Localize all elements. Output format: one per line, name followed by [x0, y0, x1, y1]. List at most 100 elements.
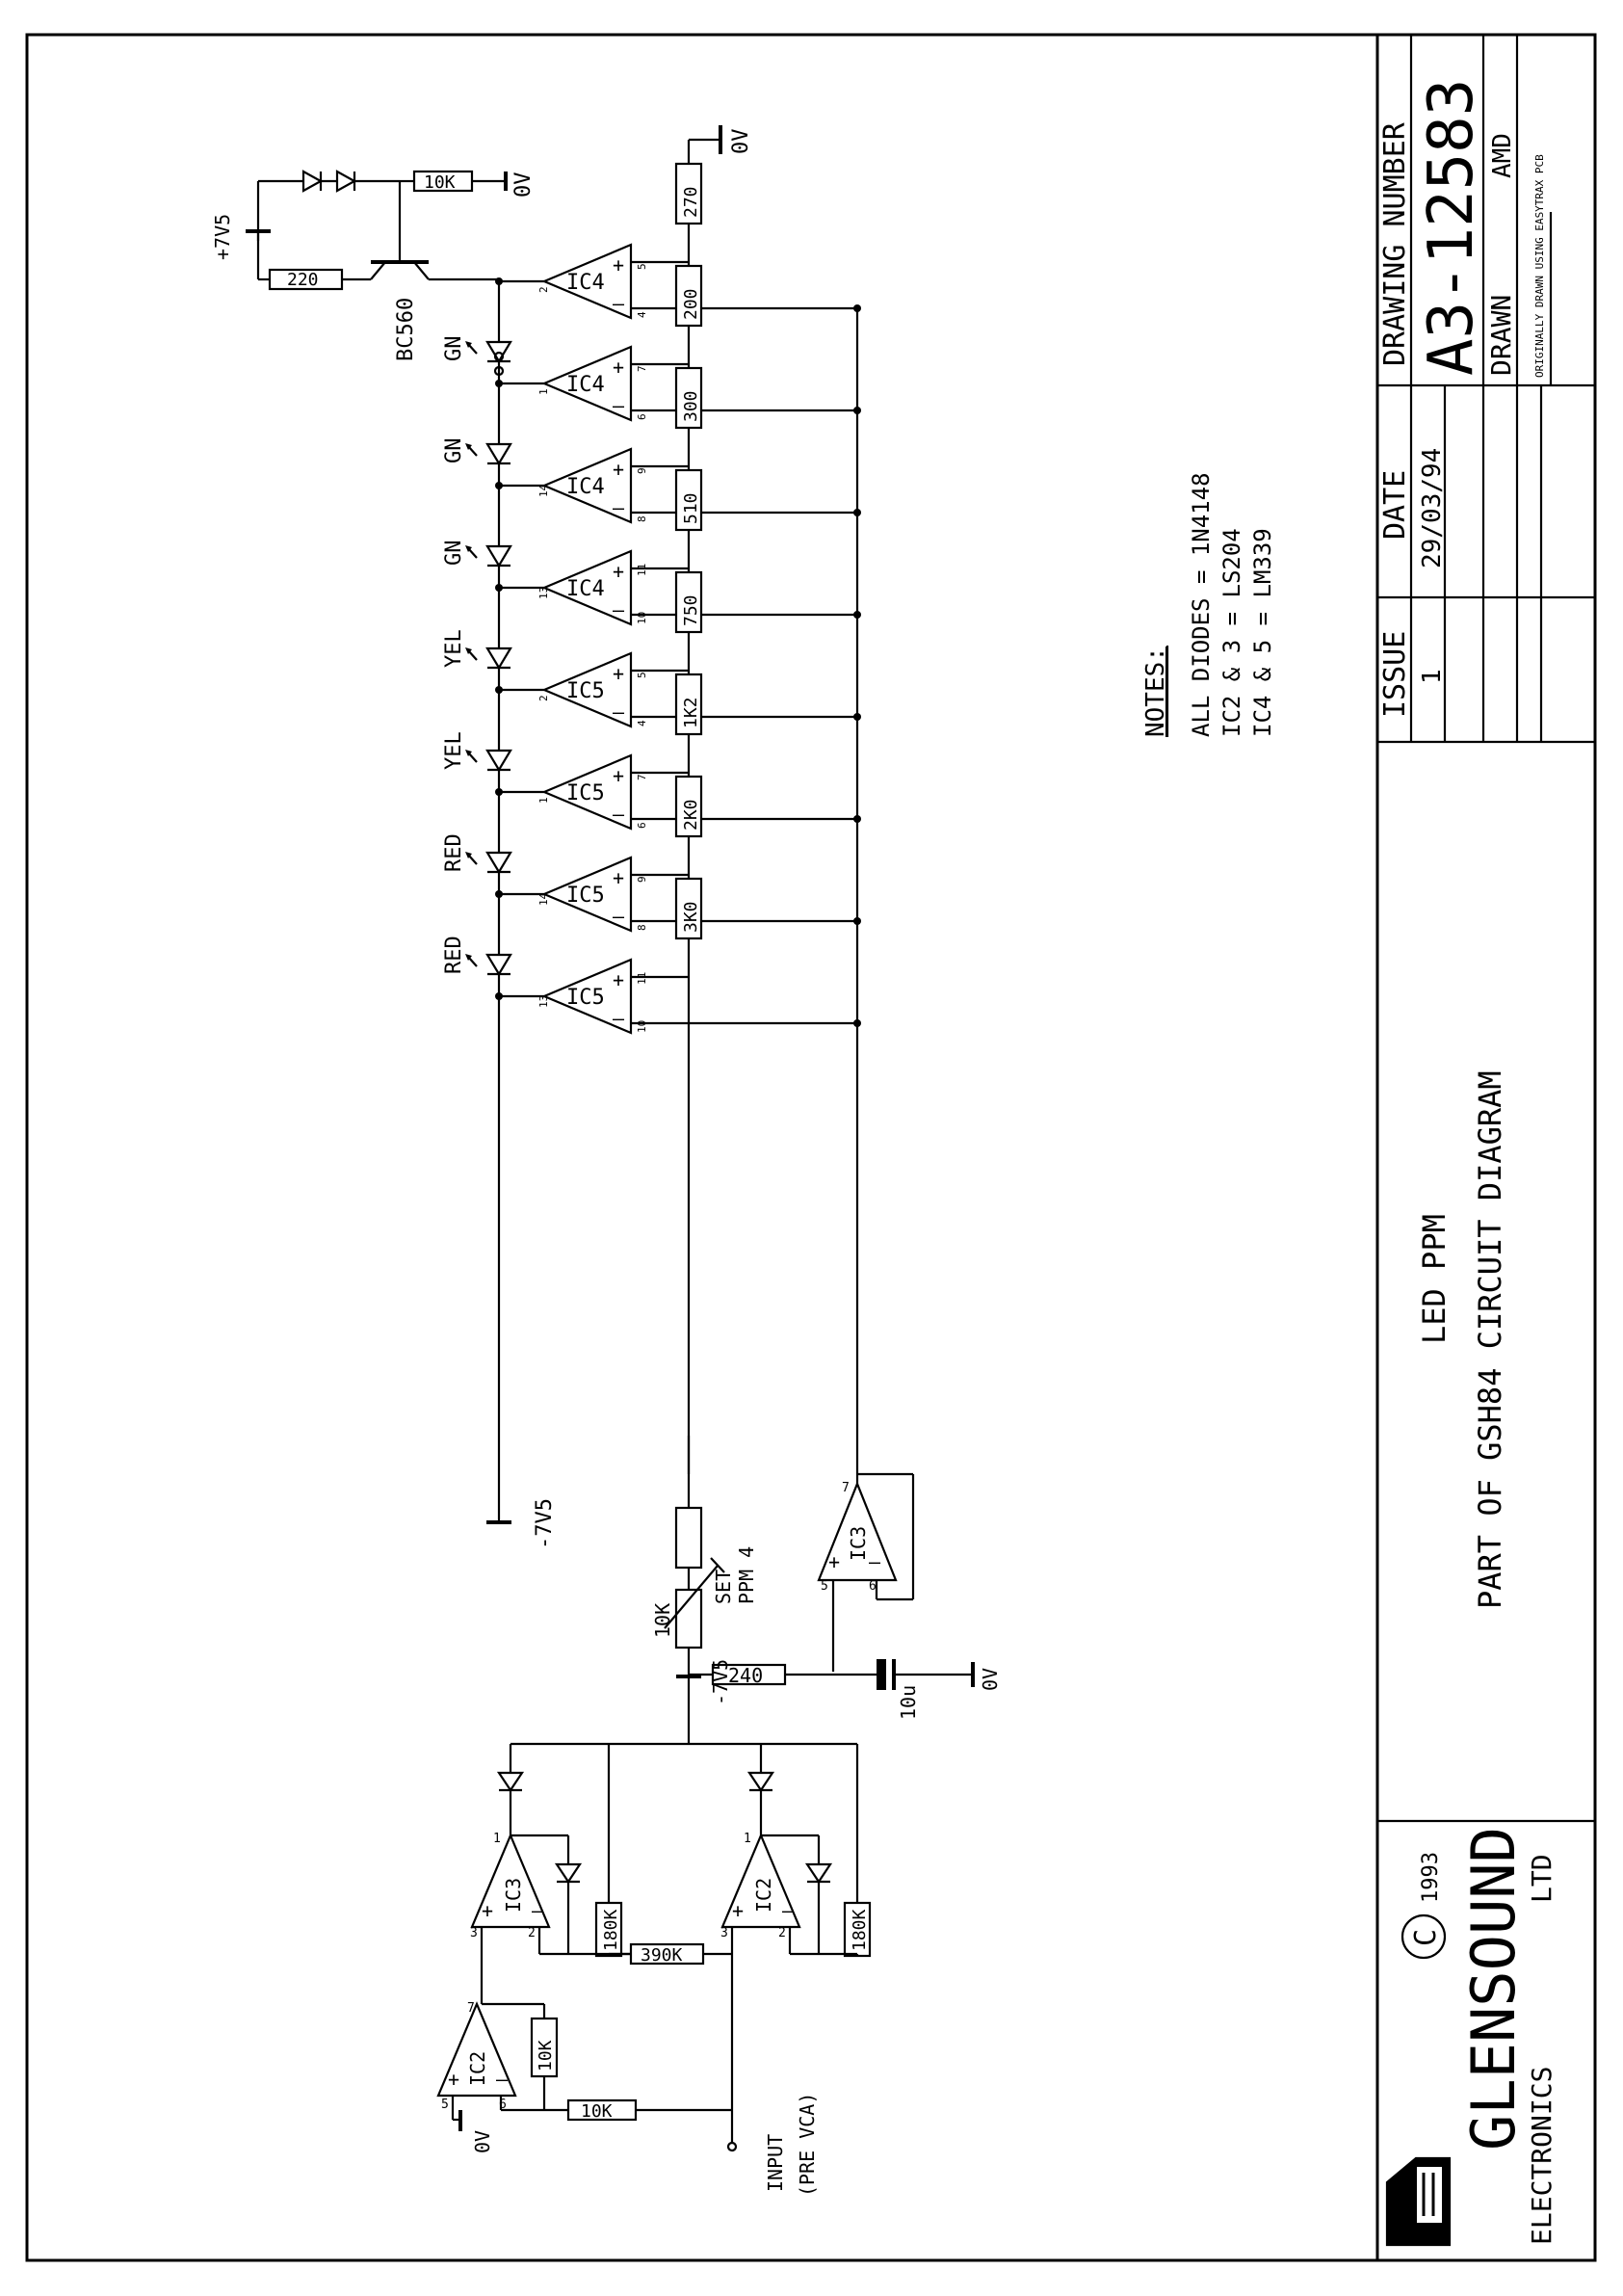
- resistor-label-1: 200: [681, 288, 701, 320]
- ladder-resistor-4: 750: [674, 570, 703, 634]
- comparator-minus-5: –: [613, 803, 625, 826]
- rect-ic2-pin1: 1: [744, 1832, 751, 1846]
- comparator-pin-plus-5: 7: [636, 774, 648, 780]
- comparator-plus-3: +: [613, 560, 624, 583]
- comparator-1: IC4+–176: [495, 345, 861, 422]
- buffer-pin-5: 5: [821, 1579, 828, 1594]
- note-line-1: ALL DIODES = 1N4148: [1188, 472, 1215, 737]
- buffer-plus: +: [828, 1550, 840, 1573]
- comparator-pin-out-6: 14: [537, 892, 550, 906]
- note-line-2: IC2 & 3 = LS204: [1218, 528, 1245, 737]
- ladder-resistor-7: 3K0: [674, 877, 703, 940]
- plus-7v5: +7V5: [211, 214, 234, 260]
- ladder-resistor-6: 2K0: [674, 775, 703, 838]
- copyright-year: 1993: [1419, 1852, 1443, 1903]
- resistor-10k-top-label: 10K: [424, 172, 456, 193]
- comparator-minus-7: –: [613, 1007, 625, 1030]
- comparator-minus-6: –: [613, 905, 625, 928]
- minus-7v5-pot: -7V5: [709, 1659, 732, 1705]
- resistor-180k-a: [594, 1901, 623, 1958]
- led-chain-supply: [486, 1508, 511, 1524]
- rect-ic3-minus: –: [532, 1899, 544, 1922]
- rect-ic2-pin3: 3: [720, 1926, 728, 1940]
- input-label: INPUT: [764, 2134, 787, 2192]
- comparator-pin-out-3: 13: [537, 587, 550, 599]
- rectifier-ic3: [470, 1833, 551, 1929]
- comparator-pin-minus-7: 10: [636, 1020, 648, 1033]
- input-terminal: [726, 2141, 738, 2152]
- comparator-pin-minus-6: 8: [636, 924, 648, 931]
- buffer-minus: –: [869, 1550, 881, 1573]
- rectifier-section: [436, 1742, 872, 2152]
- drawn-label: DRAWN: [1485, 295, 1517, 376]
- comparator-pin-out-7: 13: [537, 995, 550, 1008]
- notes-heading: NOTES:: [1141, 647, 1170, 737]
- rect-ic3-plus: +: [482, 1899, 493, 1922]
- set-label: SET: [712, 1570, 735, 1604]
- resistor-240-label: 240: [728, 1664, 763, 1687]
- comparator-label-4: IC5: [566, 679, 605, 703]
- title-line-1: LED PPM: [1416, 1214, 1453, 1344]
- comparator-pin-out-2: 14: [537, 484, 550, 497]
- title-line-2: PART OF GSH84 CIRCUIT DIAGRAM: [1472, 1070, 1508, 1609]
- comparator-pin-minus-5: 6: [636, 822, 648, 829]
- svg-text:C: C: [1409, 1929, 1443, 1946]
- rect-ic2-minus: –: [782, 1899, 795, 1922]
- led-2: GN: [442, 541, 512, 568]
- led-colour-3: YEL: [442, 629, 466, 668]
- led-colour-5: RED: [442, 833, 466, 872]
- company-line-2: ELECTRONICS: [1526, 2067, 1558, 2245]
- comparator-4: IC5+–254: [495, 651, 861, 728]
- comparator-group: IC4+–254IC4+–176IC4+–1498IC4+–131110IC5+…: [495, 243, 861, 1035]
- company-line-3: LTD: [1526, 1854, 1558, 1903]
- comparator-pin-plus-6: 9: [636, 876, 648, 883]
- ladder-resistor-5: 1K2: [674, 673, 703, 736]
- capacitor-label: 10u: [897, 1685, 920, 1720]
- resistor-label-6: 2K0: [681, 799, 701, 831]
- resistor-label-7: 3K0: [681, 901, 701, 933]
- drawing-number-label: DRAWING NUMBER: [1378, 121, 1412, 366]
- comparator-minus-3: –: [613, 598, 625, 621]
- issue-label: ISSUE: [1378, 631, 1412, 718]
- transistor-section: [246, 170, 508, 377]
- ladder-resistor-3: 510: [674, 468, 703, 532]
- comparator-label-7: IC5: [566, 986, 605, 1010]
- led-4: YEL: [442, 731, 512, 773]
- rect-ic3-pin3: 3: [470, 1926, 478, 1940]
- led-colour-2: GN: [442, 541, 466, 567]
- zero-v-cap: 0V: [979, 1668, 1002, 1691]
- comparator-minus-1: –: [613, 394, 625, 417]
- notes: NOTES: ALL DIODES = 1N4148 IC2 & 3 = LS2…: [1141, 472, 1276, 737]
- led-colour-4: YEL: [442, 731, 466, 770]
- comparator-pin-out-5: 1: [537, 797, 550, 804]
- led-colour-1: GN: [442, 438, 466, 464]
- comparator-pin-out-4: 2: [537, 695, 550, 701]
- drawing-border: [25, 33, 1597, 2262]
- input-ic2-pin5: 5: [441, 2098, 449, 2112]
- glensound-logo: [1385, 2156, 1452, 2247]
- input-ic2-label: IC2: [466, 2051, 489, 2086]
- buffer-ic3-label: IC3: [847, 1526, 870, 1561]
- resistor-label-2: 300: [681, 390, 701, 422]
- resistor-180k-b-label: 180K: [850, 1909, 870, 1951]
- comparator-minus-2: –: [613, 496, 625, 519]
- resistor-10k-input-label: 10K: [581, 2101, 613, 2122]
- zero-v-transistor: 0V: [511, 172, 536, 198]
- title-block: DRAWING NUMBER A3-12583 DRAWN AMD ORIGIN…: [1375, 35, 1595, 2260]
- note-line-3: IC4 & 5 = LM339: [1249, 528, 1276, 737]
- led-0: GN: [442, 336, 512, 364]
- buffer-pin-7: 7: [842, 1481, 850, 1495]
- comparator-0: IC4+–254: [495, 243, 861, 320]
- comparator-label-1: IC4: [566, 373, 605, 397]
- comparator-label-3: IC4: [566, 577, 605, 601]
- led-3: YEL: [442, 629, 512, 671]
- bottom-ladder: [664, 1436, 975, 1744]
- comparator-pin-plus-0: 5: [636, 263, 648, 270]
- rect-ic3-pin2: 2: [528, 1926, 536, 1940]
- zero-v-top: 0V: [729, 129, 753, 155]
- led-1: GN: [442, 438, 512, 466]
